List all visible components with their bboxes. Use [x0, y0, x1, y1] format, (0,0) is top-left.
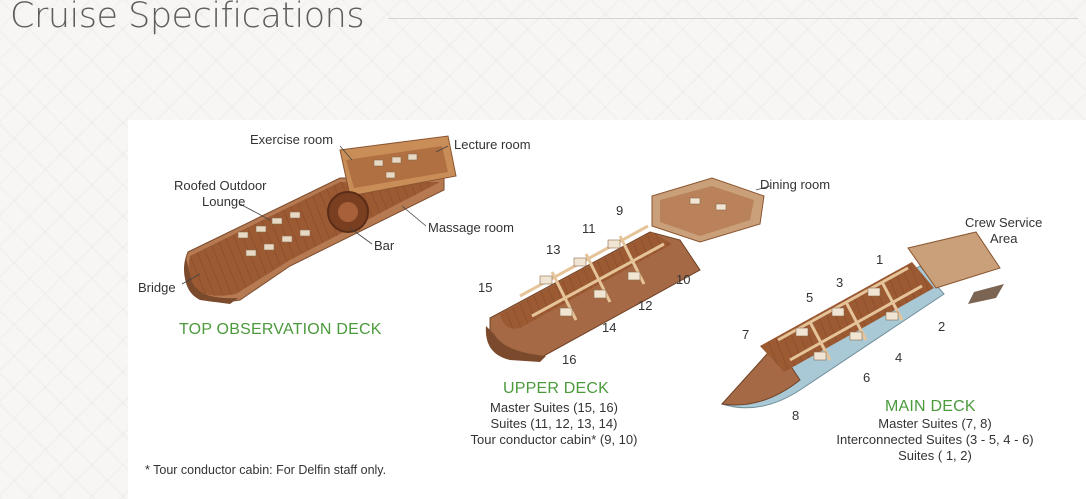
cabin-number: 6: [863, 370, 871, 385]
cabin-number: 10: [676, 272, 691, 287]
label-bridge: Bridge: [138, 280, 176, 295]
upper-deck-detail: Suites (11, 12, 13, 14): [490, 416, 618, 431]
cabin-number: 2: [938, 319, 946, 334]
label-lecture-room: Lecture room: [454, 137, 531, 152]
top-deck-title: TOP OBSERVATION DECK: [179, 321, 382, 338]
upper-deck-detail: Master Suites (15, 16): [490, 400, 618, 415]
main-deck-detail: Interconnected Suites (3 - 5, 4 - 6): [836, 432, 1034, 447]
label-roofed-outdoor: Roofed Outdoor: [174, 178, 267, 193]
cabin-number: 3: [836, 275, 844, 290]
label-lounge: Lounge: [202, 194, 246, 209]
top-deck-plan: [181, 135, 457, 304]
upper-deck-detail: Tour conductor cabin* (9, 10): [470, 432, 638, 447]
main-deck-details: Master Suites (7, 8) Interconnected Suit…: [822, 416, 1048, 464]
cabin-number: 15: [478, 280, 493, 295]
upper-deck-plan: [485, 177, 771, 362]
cabin-number: 16: [562, 352, 577, 367]
cabin-number: 13: [546, 242, 561, 257]
title-divider: [388, 18, 1078, 19]
label-bar: Bar: [374, 238, 395, 253]
cabin-number: 5: [806, 290, 814, 305]
label-crew-service: Crew Service: [965, 215, 1043, 230]
cabin-number: 12: [638, 298, 653, 313]
cabin-number: 9: [616, 203, 624, 218]
label-dining-room: Dining room: [760, 177, 831, 192]
main-deck-detail: Master Suites (7, 8): [878, 416, 992, 431]
upper-deck-title: UPPER DECK: [503, 380, 610, 397]
main-deck-title: MAIN DECK: [885, 398, 976, 415]
cabin-number: 4: [895, 350, 903, 365]
cabin-number: 14: [602, 320, 617, 335]
page-title: Cruise Specifications: [10, 0, 365, 36]
main-deck-detail: Suites ( 1, 2): [898, 448, 972, 463]
label-massage-room: Massage room: [428, 220, 514, 235]
label-crew-area: Area: [990, 231, 1018, 246]
label-exercise-room: Exercise room: [250, 132, 334, 147]
upper-deck-details: Master Suites (15, 16) Suites (11, 12, 1…: [464, 400, 644, 448]
cabin-number: 7: [742, 327, 750, 342]
cabin-number: 8: [792, 408, 800, 423]
cabin-number: 11: [582, 221, 596, 236]
footnote: * Tour conductor cabin: For Delfin staff…: [145, 463, 387, 477]
main-deck-plan: [721, 231, 1004, 409]
cabin-number: 1: [876, 252, 884, 267]
